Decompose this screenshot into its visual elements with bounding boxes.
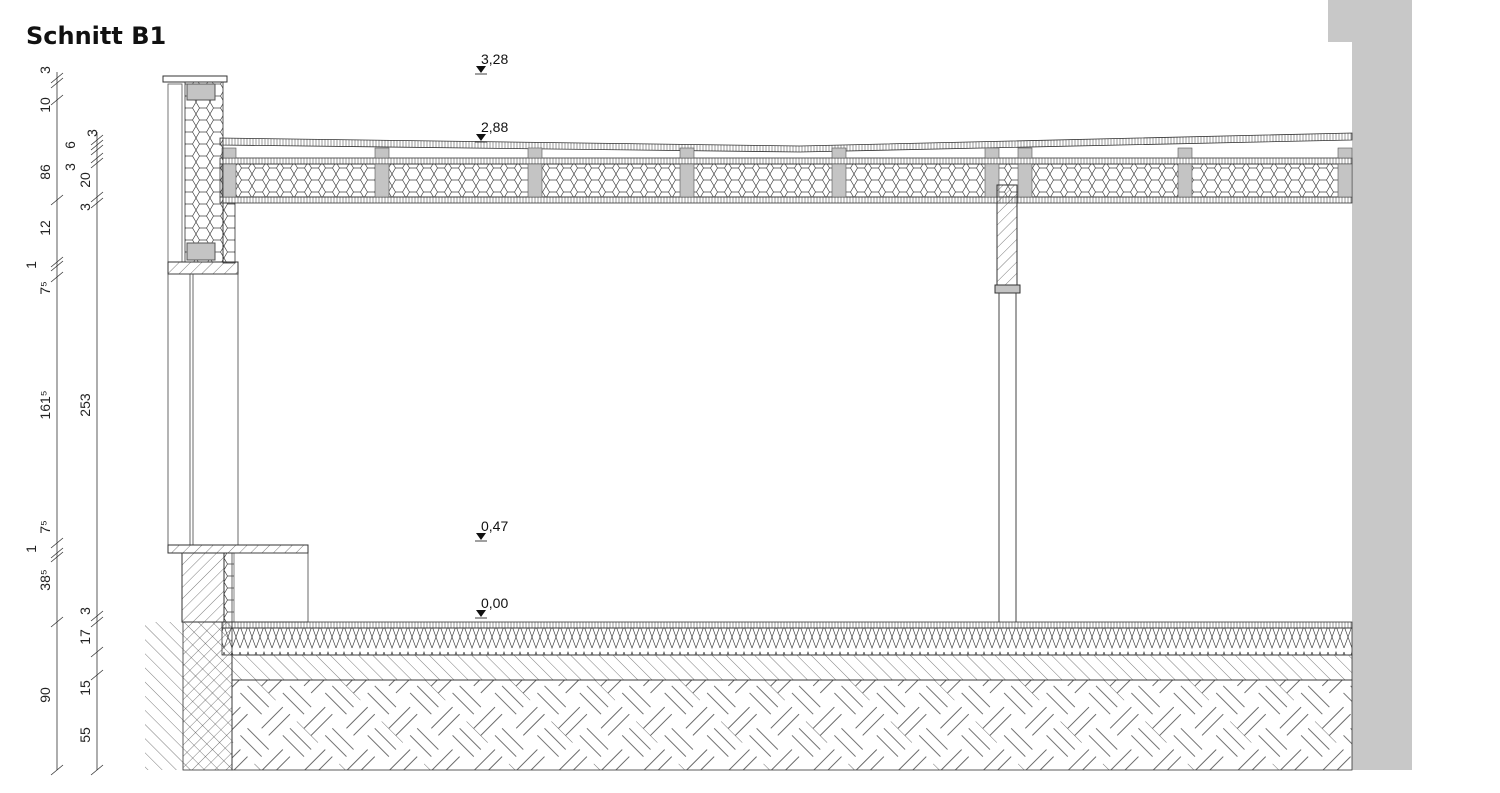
dimension-label: 3	[84, 129, 100, 137]
dimension-label: 3	[77, 607, 93, 615]
dimension-label: 7⁵	[37, 281, 53, 295]
dimension-tick	[50, 256, 64, 268]
dimension-label: 161⁵	[37, 390, 53, 419]
rafter	[1017, 163, 1033, 198]
dimension-tick	[90, 646, 104, 658]
dimension-label: 6	[62, 141, 78, 149]
level-label: 0,47	[481, 518, 508, 534]
level-marker: 0,47	[475, 518, 508, 542]
dimension-label: 7⁵	[37, 520, 53, 534]
dimension-label: 38⁵	[37, 569, 53, 590]
batten	[221, 147, 237, 159]
dimension-tick	[50, 616, 64, 628]
drawing-title: Schnitt B1	[26, 22, 167, 50]
dimension-tick	[90, 191, 104, 203]
level-marker: 0,00	[475, 595, 508, 619]
dimension-tick	[90, 616, 104, 628]
column	[994, 184, 1021, 622]
parapet-wall	[162, 75, 239, 275]
dimension-tick	[90, 669, 104, 681]
dimension-label: 1	[23, 261, 39, 269]
batten	[1017, 147, 1033, 159]
dimension-label: 3	[62, 163, 78, 171]
dimension-tick	[90, 157, 104, 169]
batten	[1177, 147, 1193, 159]
rafter	[1177, 163, 1193, 198]
window-sill	[167, 544, 309, 554]
level-label: 2,88	[481, 119, 508, 135]
dimension-tick	[90, 152, 104, 164]
window	[167, 273, 239, 546]
level-marker: 3,28	[475, 51, 508, 75]
dimension-label: 20	[77, 172, 93, 188]
level-label: 3,28	[481, 51, 508, 67]
rafter	[984, 163, 1000, 198]
dimension-tick	[90, 764, 104, 776]
dimension-tick	[50, 764, 64, 776]
dimension-tick	[50, 547, 64, 559]
brick-plinth	[181, 552, 225, 623]
batten	[984, 147, 1000, 159]
roof-construction	[219, 132, 1353, 204]
dimension-tick	[50, 271, 64, 283]
level-triangle-icon	[476, 66, 486, 73]
rafter	[1337, 163, 1353, 198]
batten	[374, 147, 390, 159]
dimension-label: 15	[77, 680, 93, 696]
dimension-label: 55	[77, 727, 93, 743]
dimension-tick	[90, 144, 104, 156]
level-triangle-icon	[476, 134, 486, 141]
batten	[679, 147, 695, 159]
dimension-label: 3	[77, 203, 93, 211]
batten	[527, 147, 543, 159]
level-label: 0,00	[481, 595, 508, 611]
dimension-tick	[50, 260, 64, 272]
rafter	[221, 163, 237, 198]
dimension-tick	[50, 194, 64, 206]
dimension-tick	[50, 551, 64, 563]
dimension-tick	[50, 77, 64, 89]
dimension-tick	[90, 197, 104, 209]
dimension-label: 12	[37, 220, 53, 236]
dimension-label: 10	[37, 97, 53, 113]
level-triangle-icon	[476, 610, 486, 617]
dimension-label: 1	[23, 545, 39, 553]
dimension-label: 17	[77, 629, 93, 645]
dimension-label: 86	[37, 164, 53, 180]
dimension-tick	[50, 72, 64, 84]
rafter	[831, 163, 847, 198]
batten	[1337, 147, 1353, 159]
neighbor-wall	[1328, 0, 1412, 770]
floor-construction	[145, 621, 1353, 771]
dimension-tick	[90, 610, 104, 622]
dimension-label: 3	[37, 66, 53, 74]
rafter	[374, 163, 390, 198]
dimension-label: 253	[77, 393, 93, 417]
level-marker: 2,88	[475, 119, 508, 143]
rafter	[679, 163, 695, 198]
dimension-tick	[50, 94, 64, 106]
bench	[231, 552, 309, 623]
dimension-tick	[50, 537, 64, 549]
batten	[831, 147, 847, 159]
rafter	[527, 163, 543, 198]
dimension-tick	[90, 139, 104, 151]
level-triangle-icon	[476, 533, 486, 540]
dimension-tick	[90, 134, 104, 146]
dimension-label: 90	[37, 687, 53, 703]
